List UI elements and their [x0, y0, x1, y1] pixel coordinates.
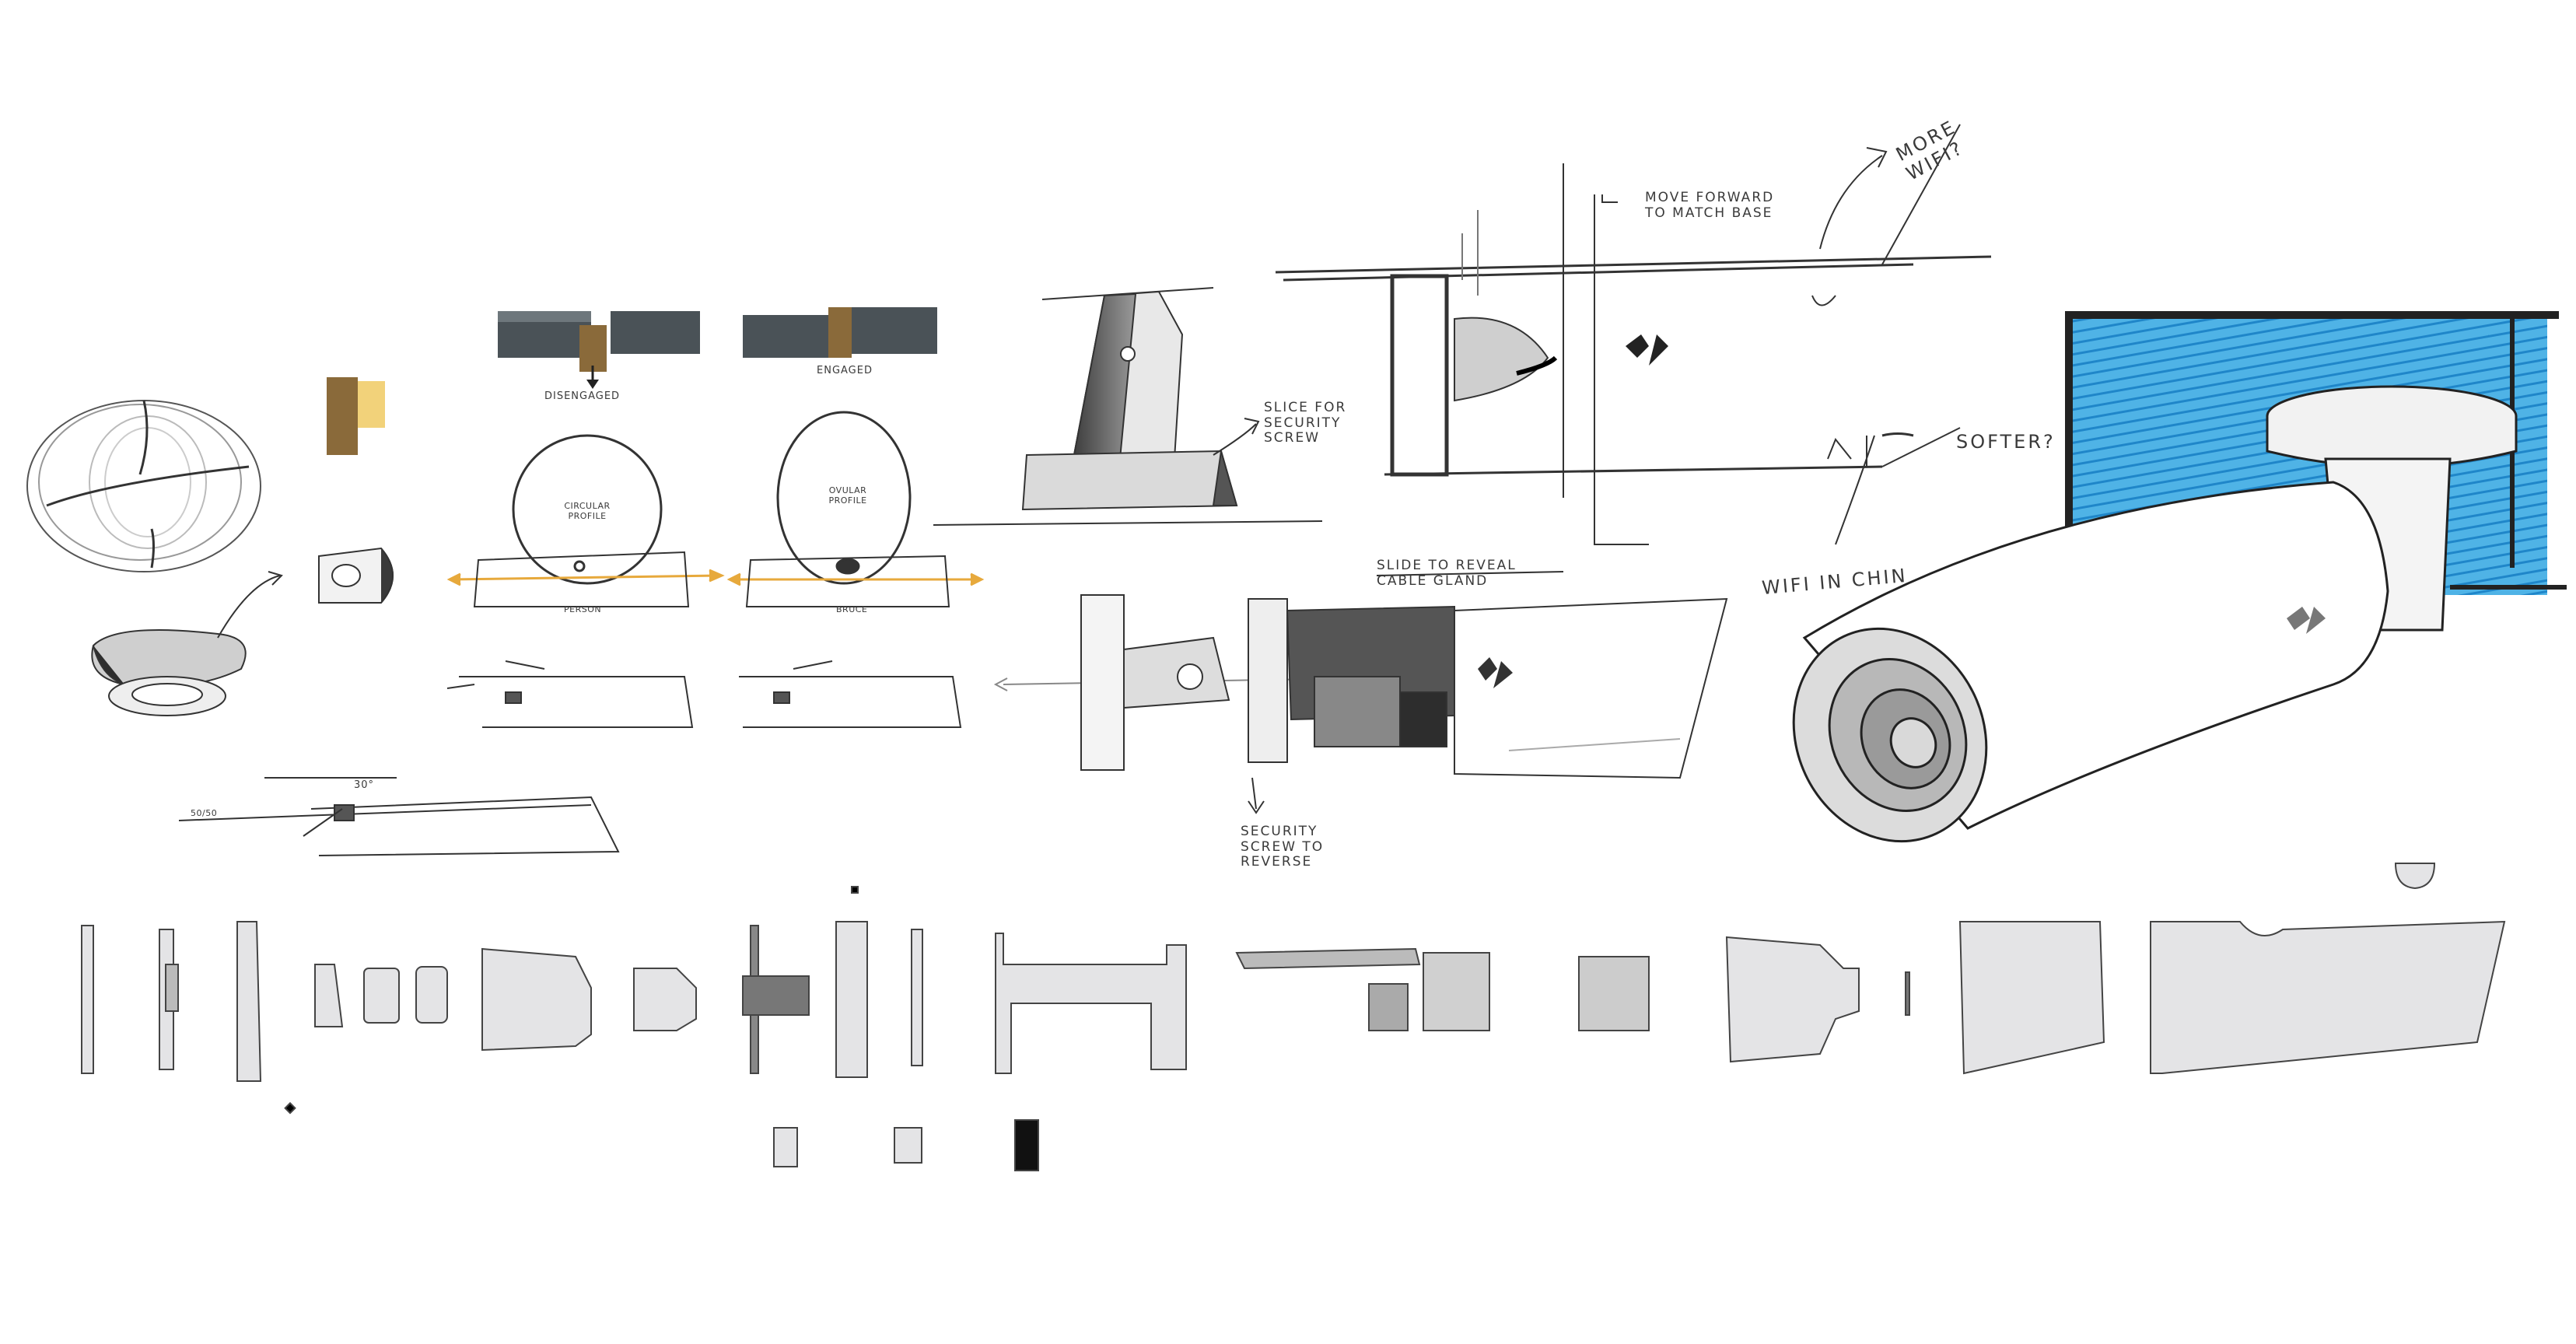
label-softer: SOFTER? — [1956, 431, 2056, 453]
color-swatch-block — [327, 377, 385, 455]
label-disengaged: DISENGAGED — [544, 390, 621, 402]
exploded-parts — [81, 863, 2506, 1171]
label-move-forward: MOVE FORWARD TO MATCH BASE — [1645, 190, 1775, 221]
label-ovular-profile: OVULAR PROFILE — [828, 485, 867, 506]
camera-render — [1792, 311, 2567, 843]
label-circular-profile: CIRCULAR PROFILE — [564, 501, 611, 521]
mount-stand-sketch — [933, 287, 1323, 526]
engaged-detail — [743, 307, 937, 358]
label-slice-security: SLICE FOR SECURITY SCREW — [1264, 400, 1347, 446]
label-security-screw: SECURITY SCREW TO REVERSE — [1241, 824, 1325, 870]
label-slide-to-reveal: SLIDE TO REVEAL CABLE GLAND — [1377, 558, 1517, 589]
disengaged-detail — [498, 311, 700, 389]
round-housing-sketch — [26, 400, 261, 572]
angle-sketch-right — [739, 660, 962, 728]
label-angle-30: 30° — [354, 779, 375, 791]
ovular-profile — [726, 411, 985, 607]
label-bruce: BRUCE — [836, 604, 868, 614]
label-person: PERSON — [564, 604, 602, 614]
capsule-part — [318, 547, 394, 604]
circular-profile — [446, 434, 725, 607]
section-sketch — [1275, 124, 1992, 545]
label-engaged: ENGAGED — [817, 365, 873, 376]
angle-sketch-left — [446, 660, 694, 728]
bowl-sketch — [91, 571, 283, 716]
camera-body-sketch — [993, 571, 1728, 814]
angle-sketch-bottom — [178, 777, 620, 856]
label-fraction: 50/50 — [191, 808, 218, 818]
